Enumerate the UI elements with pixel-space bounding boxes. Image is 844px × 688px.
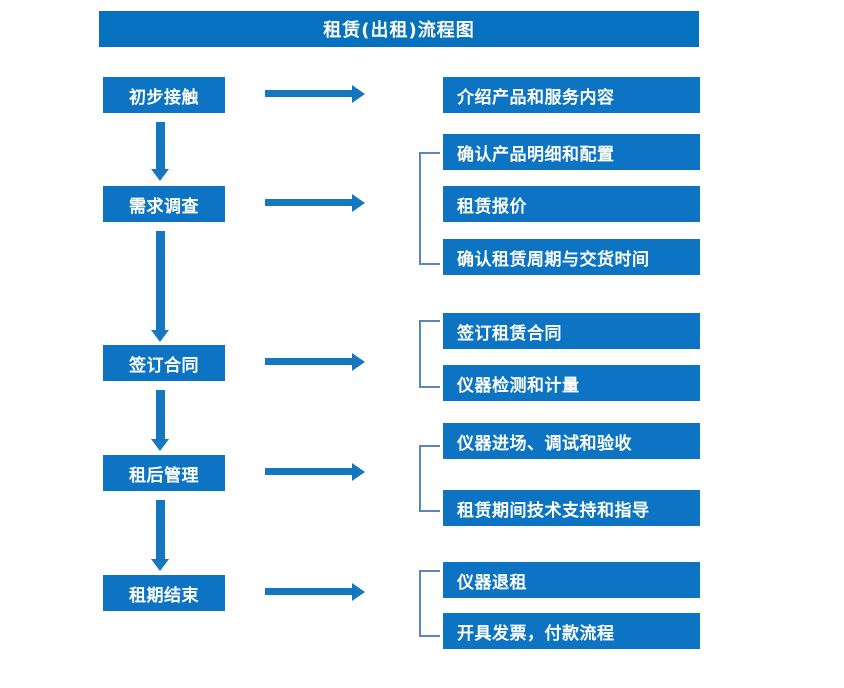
arrow-head [352,193,365,212]
stage-node-2[interactable]: 需求调查 [103,186,225,222]
detail-node-2-3[interactable]: 确认租赁周期与交货时间 [443,239,700,275]
down-arrow-icon-4 [151,500,169,571]
down-arrow-icon-2 [151,231,169,342]
detail-node-5-2[interactable]: 开具发票，付款流程 [443,613,700,649]
arrow-head [151,330,169,342]
group-bracket-5 [419,570,440,637]
stage-node-1[interactable]: 初步接触 [103,77,225,113]
right-arrow-icon-2 [265,193,365,212]
arrow-head [352,84,365,103]
diagram-title: 租赁(出租)流程图 [99,11,699,47]
arrow-head [352,352,365,371]
group-bracket-3 [419,320,440,388]
down-arrow-icon-1 [151,122,169,181]
detail-node-2-1[interactable]: 确认产品明细和配置 [443,134,700,170]
stage-node-4[interactable]: 租后管理 [103,455,225,491]
right-arrow-icon-1 [265,84,365,103]
arrow-head [151,169,169,181]
group-bracket-2 [419,152,440,265]
stage-node-3[interactable]: 签订合同 [103,345,225,381]
arrow-head [151,439,169,451]
arrow-head [151,559,169,571]
arrow-head [352,582,365,601]
detail-node-1-1[interactable]: 介绍产品和服务内容 [443,77,700,113]
detail-node-5-1[interactable]: 仪器退租 [443,562,700,598]
detail-node-2-2[interactable]: 租赁报价 [443,186,700,222]
right-arrow-icon-4 [265,462,365,481]
right-arrow-icon-3 [265,352,365,371]
arrow-head [352,462,365,481]
detail-node-4-1[interactable]: 仪器进场、调试和验收 [443,423,700,459]
detail-node-3-1[interactable]: 签订租赁合同 [443,313,700,349]
detail-node-3-2[interactable]: 仪器检测和计量 [443,365,700,401]
group-bracket-4 [419,445,440,512]
down-arrow-icon-3 [151,390,169,451]
stage-node-5[interactable]: 租期结束 [103,575,225,611]
detail-node-4-2[interactable]: 租赁期间技术支持和指导 [443,490,700,526]
right-arrow-icon-5 [265,582,365,601]
